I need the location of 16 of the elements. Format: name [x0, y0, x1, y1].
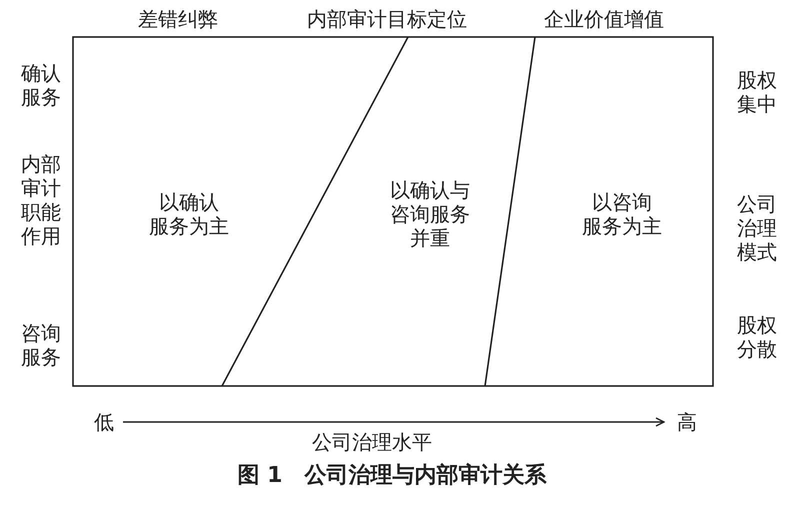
region-label: 以咨询服务为主	[582, 190, 662, 238]
top-label: 企业价值增值	[544, 7, 664, 31]
top-label: 内部审计目标定位	[307, 7, 467, 31]
side-label: 确认服务	[21, 61, 61, 109]
side-label: 股权分散	[737, 313, 777, 361]
region-label: 以确认服务为主	[149, 190, 229, 238]
side-label: 内部审计职能作用	[21, 152, 61, 248]
side-label: 公司治理模式	[737, 192, 777, 264]
axis-title: 公司治理水平	[312, 430, 432, 454]
figure-caption: 图 1 公司治理与内部审计关系	[238, 463, 546, 489]
side-label: 股权集中	[737, 68, 777, 116]
top-label: 差错纠弊	[138, 7, 218, 31]
scale-end-label: 低	[94, 410, 114, 434]
region-label: 以确认与咨询服务并重	[390, 178, 470, 250]
scale-end-label: 高	[677, 410, 697, 434]
side-label: 咨询服务	[21, 321, 61, 369]
